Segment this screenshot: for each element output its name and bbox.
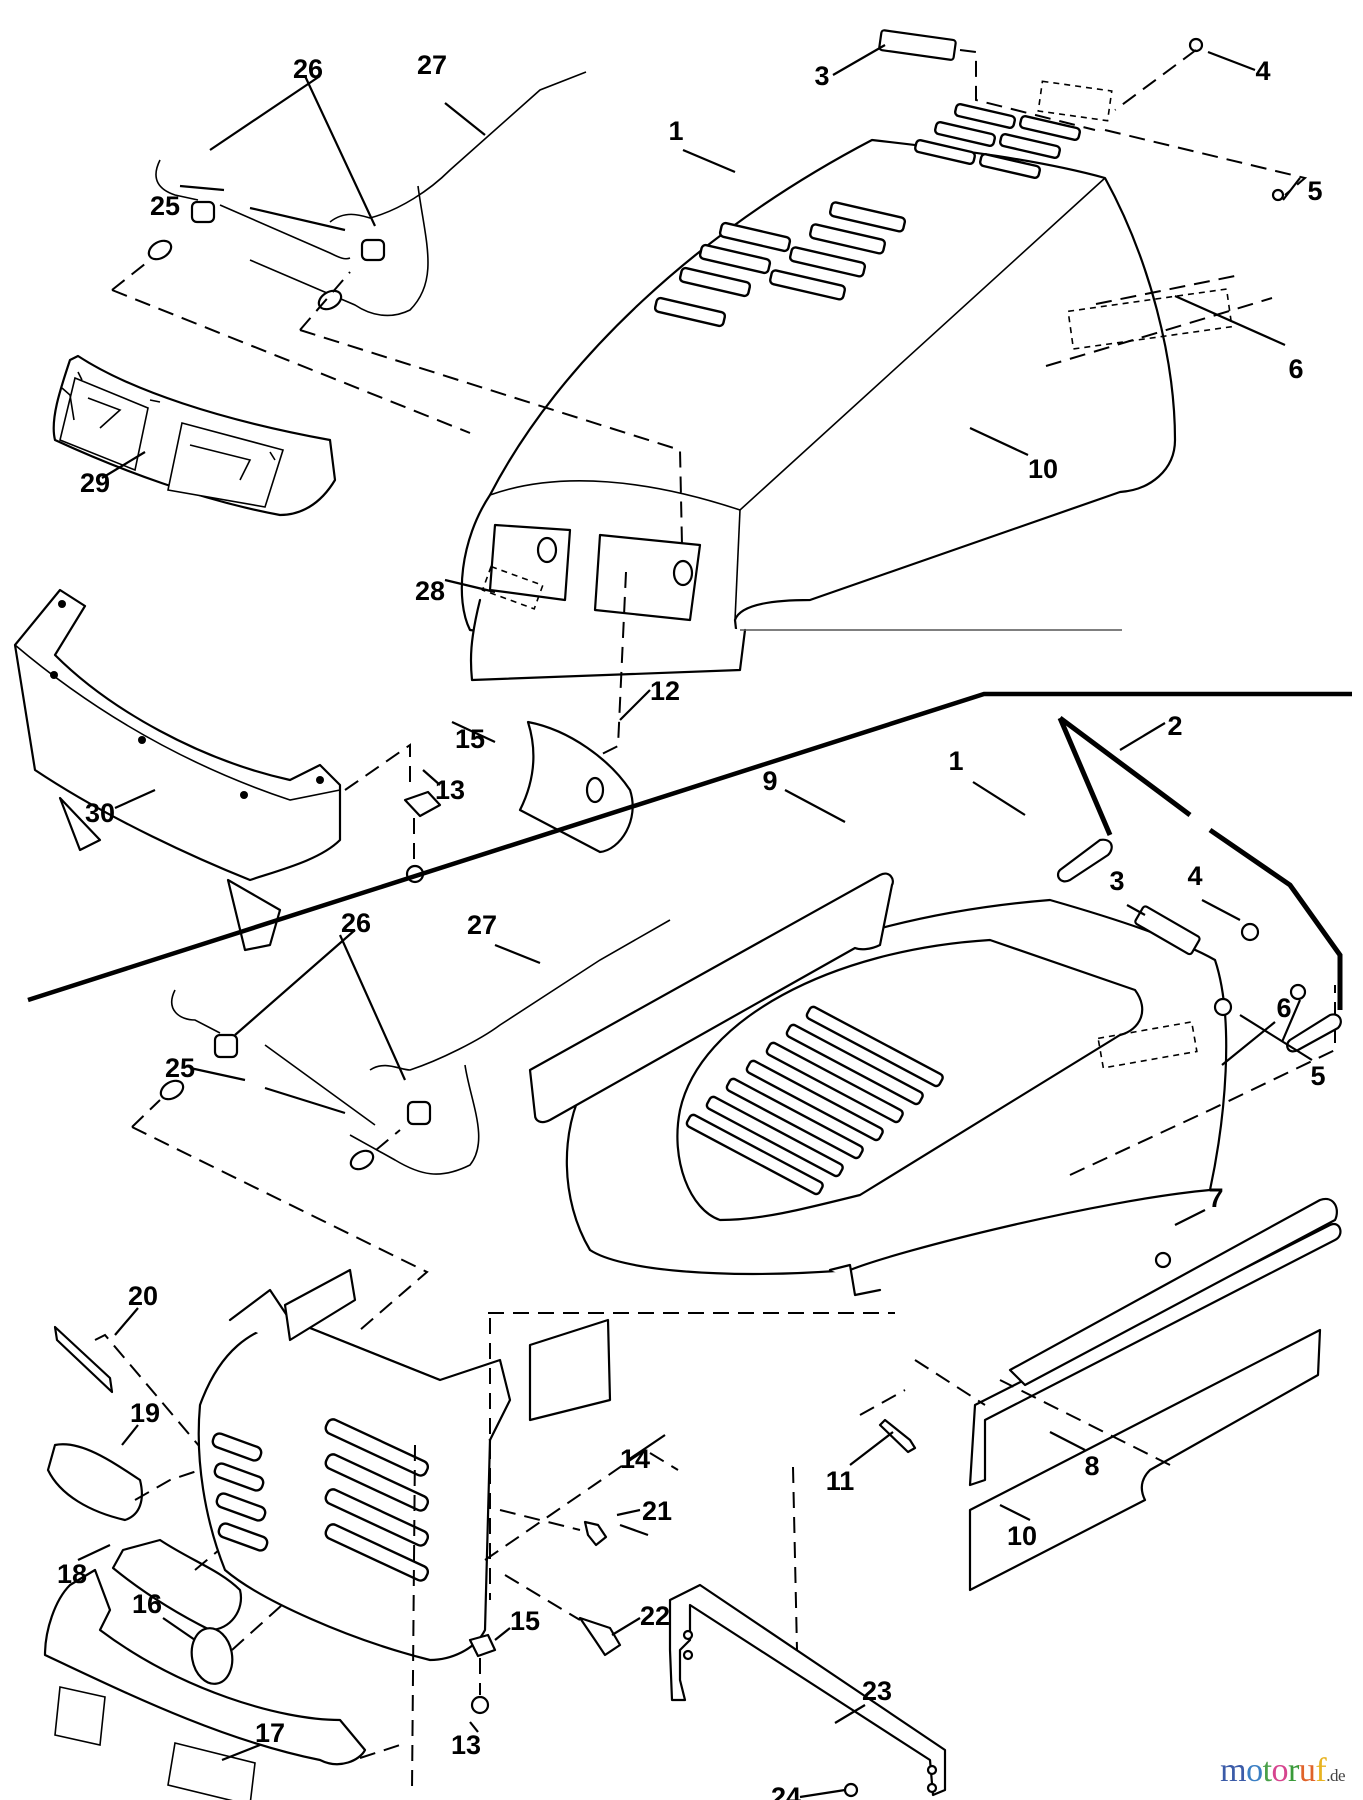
watermark-letter: r (1288, 1752, 1299, 1789)
part-29-light-bezel-upper (52, 354, 337, 517)
watermark-suffix: .de (1326, 1766, 1345, 1785)
part-4-screw-upper (1188, 37, 1204, 53)
callout-lower-15: 15 (510, 1606, 540, 1636)
hood-lower (565, 898, 1336, 1297)
callout-lower-11: 11 (826, 1466, 855, 1496)
callout-upper-25: 25 (150, 191, 180, 221)
part-18-lens (111, 1538, 243, 1632)
part-5-nut-lower-2 (1289, 983, 1307, 1001)
callout-lower-24: 24 (771, 1782, 801, 1800)
callout-upper-13: 13 (435, 775, 465, 805)
part-3-plate-upper (878, 29, 957, 61)
section-divider (27, 691, 1352, 1003)
callout-upper-27: 27 (417, 50, 447, 80)
part-26-27-wire-harness-upper (111, 71, 683, 546)
part-front-panel (1008, 1197, 1338, 1387)
part-4-screw-lower (1240, 922, 1260, 942)
watermark-letter: t (1262, 1752, 1272, 1789)
part-12-cover-upper (518, 571, 634, 854)
callout-lower-22: 22 (640, 1601, 670, 1631)
part-9-side-strip (528, 872, 894, 1124)
callout-upper-12: 12 (650, 676, 680, 706)
watermark-letter: m (1220, 1752, 1247, 1789)
callout-lower-4: 4 (1187, 861, 1202, 891)
callout-upper-5: 5 (1307, 176, 1322, 206)
callout-upper-28: 28 (415, 576, 445, 606)
part-7-pin (1154, 1251, 1172, 1269)
callout-lower-3: 3 (1109, 866, 1124, 896)
leader-lines (77, 44, 1313, 1799)
callout-upper-15: 15 (455, 724, 485, 754)
watermark-letter: o (1271, 1752, 1289, 1789)
callout-lower-9: 9 (762, 766, 777, 796)
part-22-bolt (578, 1616, 622, 1657)
part-5-nut-upper (1271, 188, 1285, 202)
part-23-bracket (668, 1466, 947, 1797)
callout-upper-30: 30 (85, 798, 115, 828)
callout-lower-8: 8 (1084, 1451, 1099, 1481)
callout-upper-3: 3 (814, 61, 829, 91)
callout-lower-27: 27 (467, 910, 497, 940)
callout-lower-13: 13 (451, 1730, 481, 1760)
callout-lower-14: 14 (620, 1444, 650, 1474)
callout-lower-21: 21 (642, 1496, 672, 1526)
part-14-grille (197, 1268, 895, 1791)
watermark-letter: u (1298, 1752, 1316, 1789)
part-3-plate-lower (1134, 905, 1201, 956)
part-10-trim (968, 1328, 1322, 1592)
callout-lower-25: 25 (165, 1053, 195, 1083)
callout-lower-17: 17 (255, 1718, 285, 1748)
callout-lower-23: 23 (862, 1676, 892, 1706)
callout-lower-19: 19 (130, 1398, 160, 1428)
part-13-screw-lower (470, 1695, 490, 1715)
callout-lower-10: 10 (1007, 1521, 1037, 1551)
part-20-decal (53, 1325, 114, 1394)
callout-lower-26: 26 (341, 908, 371, 938)
callout-lower-18: 18 (57, 1559, 87, 1589)
part-2-hood-rod (1056, 715, 1343, 1053)
callout-lower-1: 1 (948, 746, 963, 776)
callout-upper-4: 4 (1255, 56, 1270, 86)
callout-upper-26: 26 (293, 54, 323, 84)
hood-upper (460, 80, 1273, 682)
part-5-nut-lower (1213, 997, 1233, 1017)
part-15-clip-lower (468, 1633, 497, 1658)
callout-upper-10: 10 (1028, 454, 1058, 484)
callout-upper-29: 29 (80, 468, 110, 498)
part-8-molding (968, 1222, 1342, 1487)
part-26-27-wire-harness-lower (131, 919, 671, 1331)
callout-upper-1: 1 (668, 116, 683, 146)
part-28-decal-upper (481, 565, 544, 610)
watermark-letter: f (1315, 1752, 1327, 1789)
lower-assembly (43, 715, 1343, 1800)
part-11-screw (878, 1418, 917, 1454)
hood-vents-lower (685, 1005, 944, 1196)
watermark-logo: motoruf.de (1220, 1752, 1345, 1790)
hood-vents-upper (653, 103, 1081, 328)
callout-lower-5: 5 (1310, 1061, 1325, 1091)
callout-lower-20: 20 (128, 1281, 158, 1311)
part-15-clip-upper (403, 790, 442, 818)
part-24-washer (843, 1782, 859, 1798)
callout-upper-6: 6 (1288, 354, 1303, 384)
upper-assembly (13, 29, 1308, 952)
callout-lower-6: 6 (1276, 993, 1291, 1023)
watermark-letter: o (1246, 1752, 1263, 1789)
callout-lower-16: 16 (132, 1589, 162, 1619)
part-16-cap (190, 1627, 234, 1685)
part-21-bolt (583, 1520, 608, 1547)
callout-lower-7: 7 (1208, 1183, 1223, 1213)
callout-lower-2: 2 (1167, 711, 1182, 741)
part-19-lens (46, 1443, 143, 1522)
